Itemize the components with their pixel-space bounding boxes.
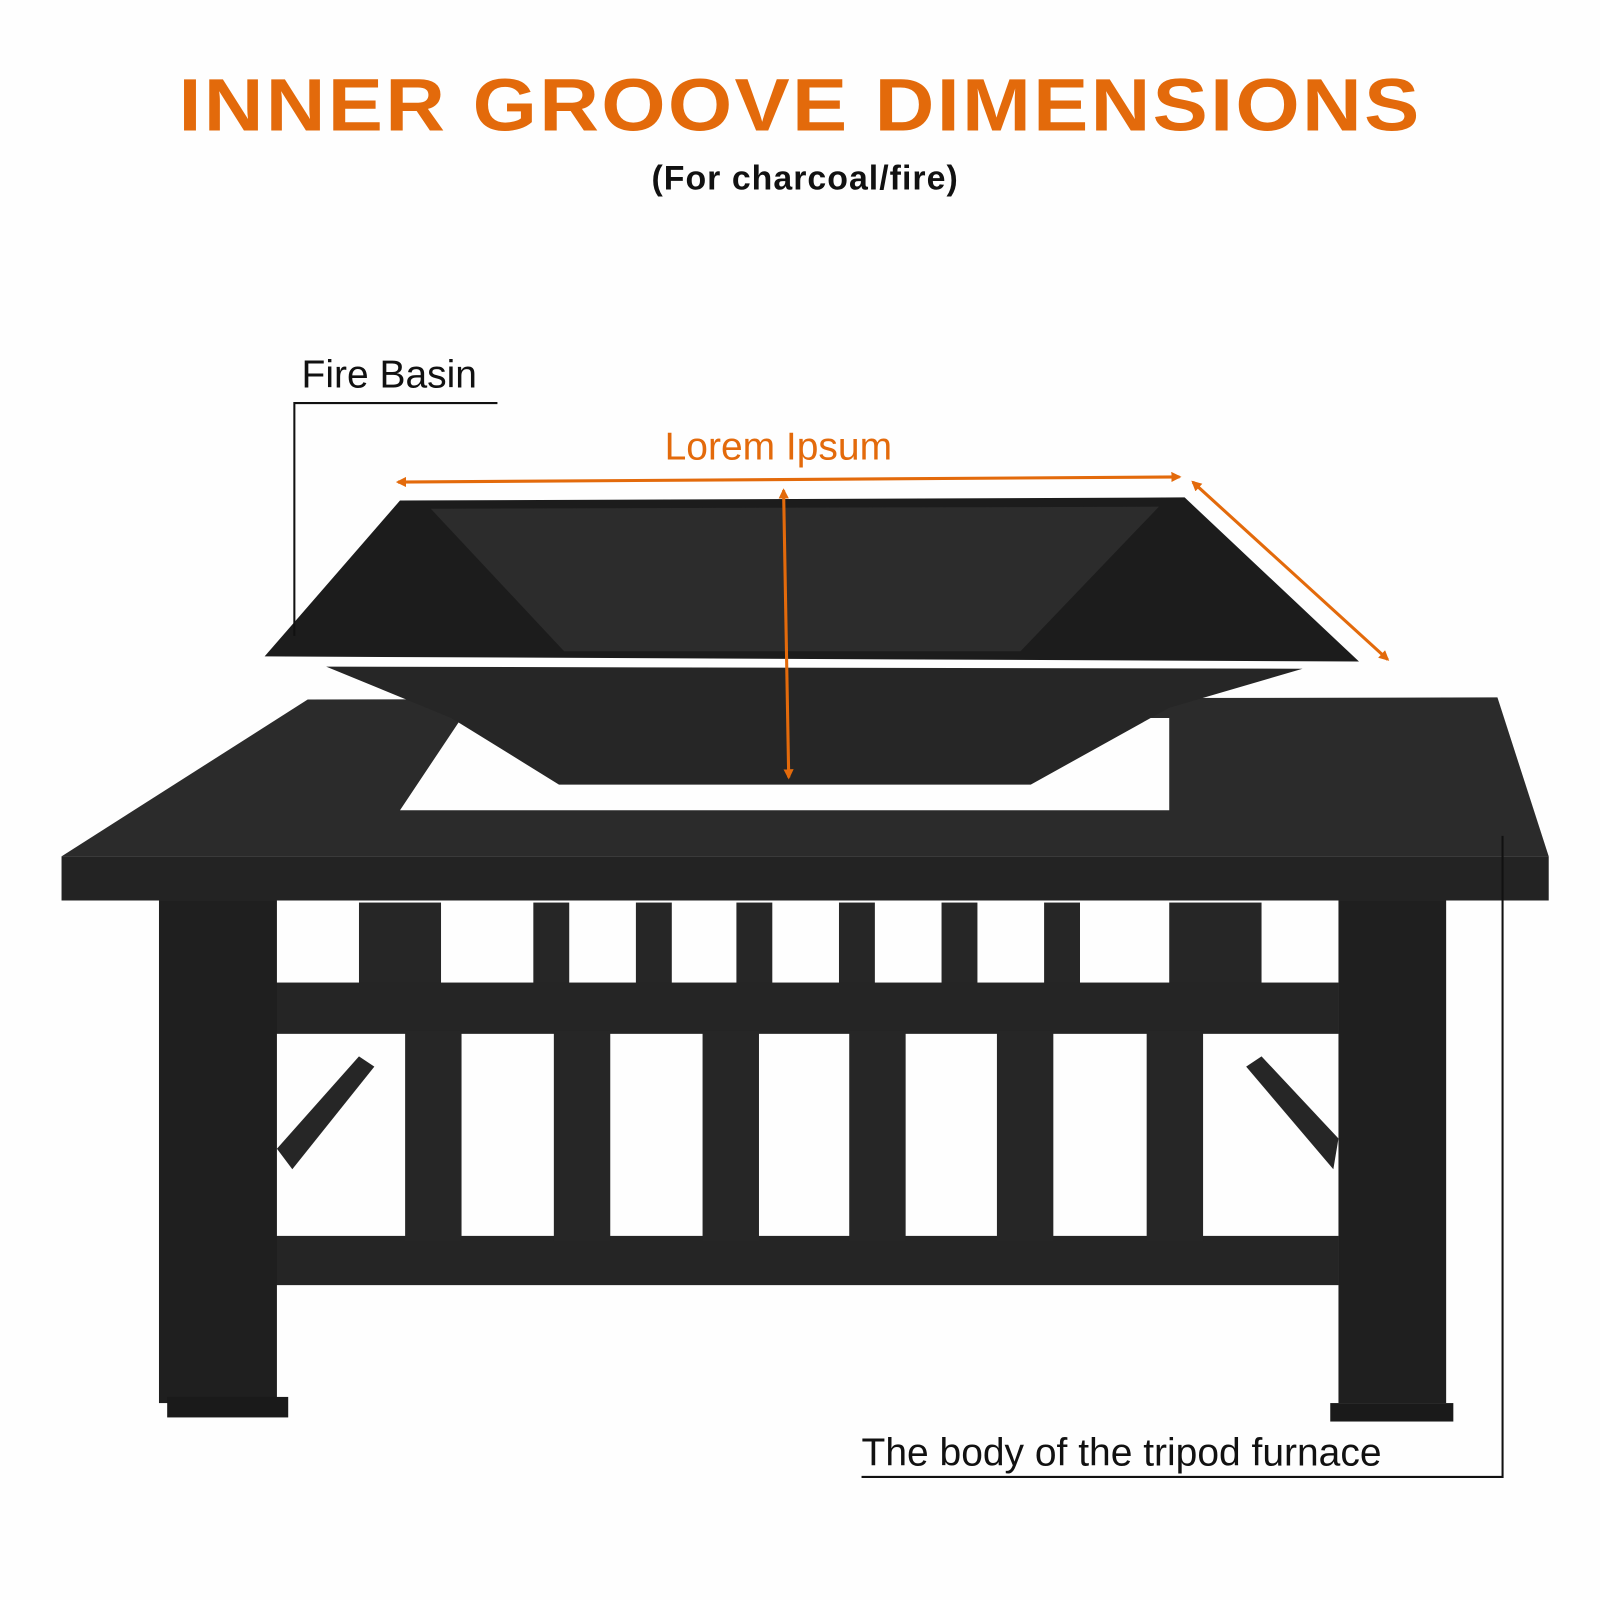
furnace-body xyxy=(61,697,1549,1422)
dimension-label: Lorem Ipsum xyxy=(664,425,893,469)
body-leader-line xyxy=(861,835,1504,1478)
fire-basin xyxy=(264,497,1359,785)
furnace-body-label: The body of the tripod furnace xyxy=(861,1431,1382,1475)
depth-arrow xyxy=(1191,480,1390,661)
width-arrow xyxy=(395,471,1182,488)
fire-basin-leader-line xyxy=(293,402,498,636)
fire-basin-label: Fire Basin xyxy=(301,353,477,397)
page-subtitle: (For charcoal/fire) xyxy=(651,158,959,197)
height-arrow xyxy=(778,488,794,780)
page-title: INNER GROOVE DIMENSIONS xyxy=(178,64,1422,147)
